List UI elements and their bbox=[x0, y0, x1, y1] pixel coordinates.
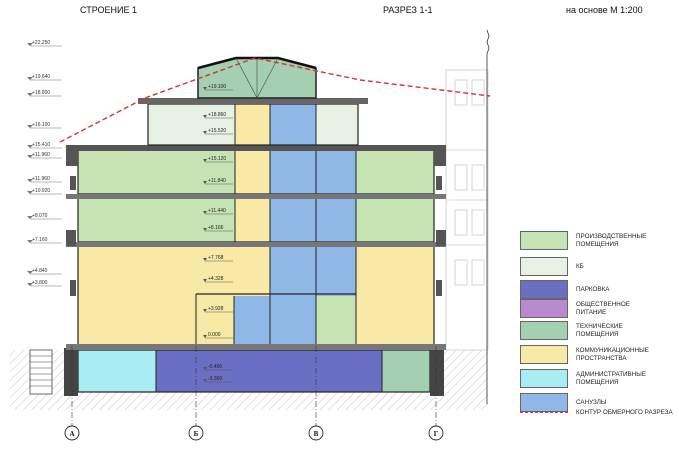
legend-item-parking: ПАРКОВКА bbox=[520, 280, 610, 299]
survey-contour-line bbox=[59, 57, 491, 143]
elevation-label: +16.100 bbox=[32, 122, 50, 128]
legend-swatch bbox=[520, 345, 568, 364]
axis-label: В bbox=[314, 430, 319, 438]
floor-2 bbox=[77, 197, 435, 243]
inner-elevation-label: +4.328 bbox=[208, 276, 224, 282]
legend-label: САНУЗЛЫ bbox=[576, 398, 607, 406]
basement-level bbox=[29, 348, 444, 396]
floor-4 bbox=[138, 98, 368, 146]
elevation-label: +22.250 bbox=[32, 40, 50, 46]
legend-label: ПРОИЗВОДСТВЕННЫЕ ПОМЕЩЕНИЯ bbox=[576, 233, 647, 248]
elevation-label: +7.160 bbox=[32, 237, 48, 243]
legend-swatch bbox=[520, 393, 568, 412]
elevation-label: +18.800 bbox=[32, 90, 50, 96]
columns bbox=[66, 146, 446, 296]
inner-elevation-label: +15.120 bbox=[208, 156, 226, 162]
axis-label: Г bbox=[434, 430, 439, 438]
axis-label: Б bbox=[194, 430, 199, 438]
neighbor-building bbox=[445, 69, 489, 351]
inner-elevation-label: +8.166 bbox=[208, 225, 224, 231]
left-elevation-marks: +22.250 +19.640 +18.800 +16.100 +15.410 +11.9… bbox=[27, 40, 62, 287]
legend-label: ОБЩЕСТВЕННОЕ ПИТАНИЕ bbox=[576, 301, 630, 316]
inner-elevation-label: +3.928 bbox=[208, 306, 224, 312]
skylight bbox=[197, 56, 317, 99]
inner-elevation-label: -3.360 bbox=[208, 376, 222, 382]
legend-item-technical: ТЕХНИЧЕСКИЕ ПОМЕЩЕНИЯ bbox=[520, 321, 623, 340]
legend-label: АДМИНИСТРАТИВНЫЕ ПОМЕЩЕНИЯ bbox=[576, 371, 647, 386]
legend-item-kb: КБ bbox=[520, 257, 584, 276]
slab-ground bbox=[66, 344, 446, 350]
elevation-label: +10.920 bbox=[32, 188, 50, 194]
axis-bubble bbox=[308, 425, 324, 441]
inner-elevation-label: +7.768 bbox=[208, 255, 224, 261]
inner-elevation-label: 0.000 bbox=[208, 332, 221, 338]
grid-axes: А Б В Г bbox=[64, 346, 444, 441]
floor-1 bbox=[77, 245, 435, 348]
legend-swatch bbox=[520, 299, 568, 318]
inner-elevation-label: +19.100 bbox=[208, 84, 226, 90]
elevation-label: +8.070 bbox=[32, 213, 48, 219]
legend-swatch bbox=[520, 280, 568, 299]
axis-bubble bbox=[188, 425, 204, 441]
elevation-label: +19.640 bbox=[32, 74, 50, 80]
axis-bubble bbox=[428, 425, 444, 441]
boundary-line bbox=[486, 29, 490, 404]
slab-4 bbox=[66, 145, 446, 151]
legend-label: КОММУНИКАЦИОННЫЕ ПРОСТРАНСТВА bbox=[576, 347, 649, 362]
legend-item-communication: КОММУНИКАЦИОННЫЕ ПРОСТРАНСТВА bbox=[520, 345, 649, 364]
legend-label: ПАРКОВКА bbox=[576, 285, 610, 293]
slab-3 bbox=[66, 194, 446, 199]
axis-bubble bbox=[64, 425, 80, 441]
inner-elevation-label: +18.860 bbox=[208, 112, 226, 118]
legend-label: ТЕХНИЧЕСКИЕ ПОМЕЩЕНИЯ bbox=[576, 323, 623, 338]
legend-item-production: ПРОИЗВОДСТВЕННЫЕ ПОМЕЩЕНИЯ bbox=[520, 231, 646, 250]
elevation-label: +4.840 bbox=[32, 268, 48, 274]
floor-3 bbox=[77, 149, 435, 195]
inner-elevation-label: +11.440 bbox=[208, 208, 226, 214]
legend-label: КБ bbox=[576, 262, 584, 270]
legend-item-administrative: АДМИНИСТРАТИВНЫЕ ПОМЕЩЕНИЯ bbox=[520, 369, 646, 388]
inner-elevation-marks: +19.100 +18.860 +15.520 +15.120 +11.840 +11.4… bbox=[203, 84, 233, 383]
elevation-label: +11.960 bbox=[32, 176, 50, 182]
legend-dash bbox=[520, 412, 568, 414]
inner-elevation-label: -0.400 bbox=[208, 364, 222, 370]
legend-swatch bbox=[520, 231, 568, 250]
elevation-label: +15.410 bbox=[32, 142, 50, 148]
scale-note: на основе М 1:200 bbox=[566, 5, 643, 15]
inner-elevation-label: +15.520 bbox=[208, 128, 226, 134]
legend-label: КОНТУР ОБМЕРНОГО РАЗРЕЗА bbox=[576, 409, 673, 416]
legend-swatch bbox=[520, 321, 568, 340]
building-title: СТРОЕНИЕ 1 bbox=[80, 5, 137, 15]
inner-elevation-label: +11.840 bbox=[208, 178, 226, 184]
legend-swatch bbox=[520, 257, 568, 276]
legend-swatch bbox=[520, 369, 568, 388]
legend-item-catering: ОБЩЕСТВЕННОЕ ПИТАНИЕ bbox=[520, 299, 630, 318]
legend-item-contour: КОНТУР ОБМЕРНОГО РАЗРЕЗА bbox=[520, 409, 673, 417]
axis-label: А bbox=[69, 430, 74, 438]
slab-2 bbox=[66, 242, 446, 247]
legend-item-sanitary: САНУЗЛЫ bbox=[520, 393, 606, 412]
elevation-label: +11.960 bbox=[32, 152, 50, 158]
elevation-label: +3.800 bbox=[32, 280, 48, 286]
section-title: РАЗРЕЗ 1-1 bbox=[383, 5, 433, 15]
